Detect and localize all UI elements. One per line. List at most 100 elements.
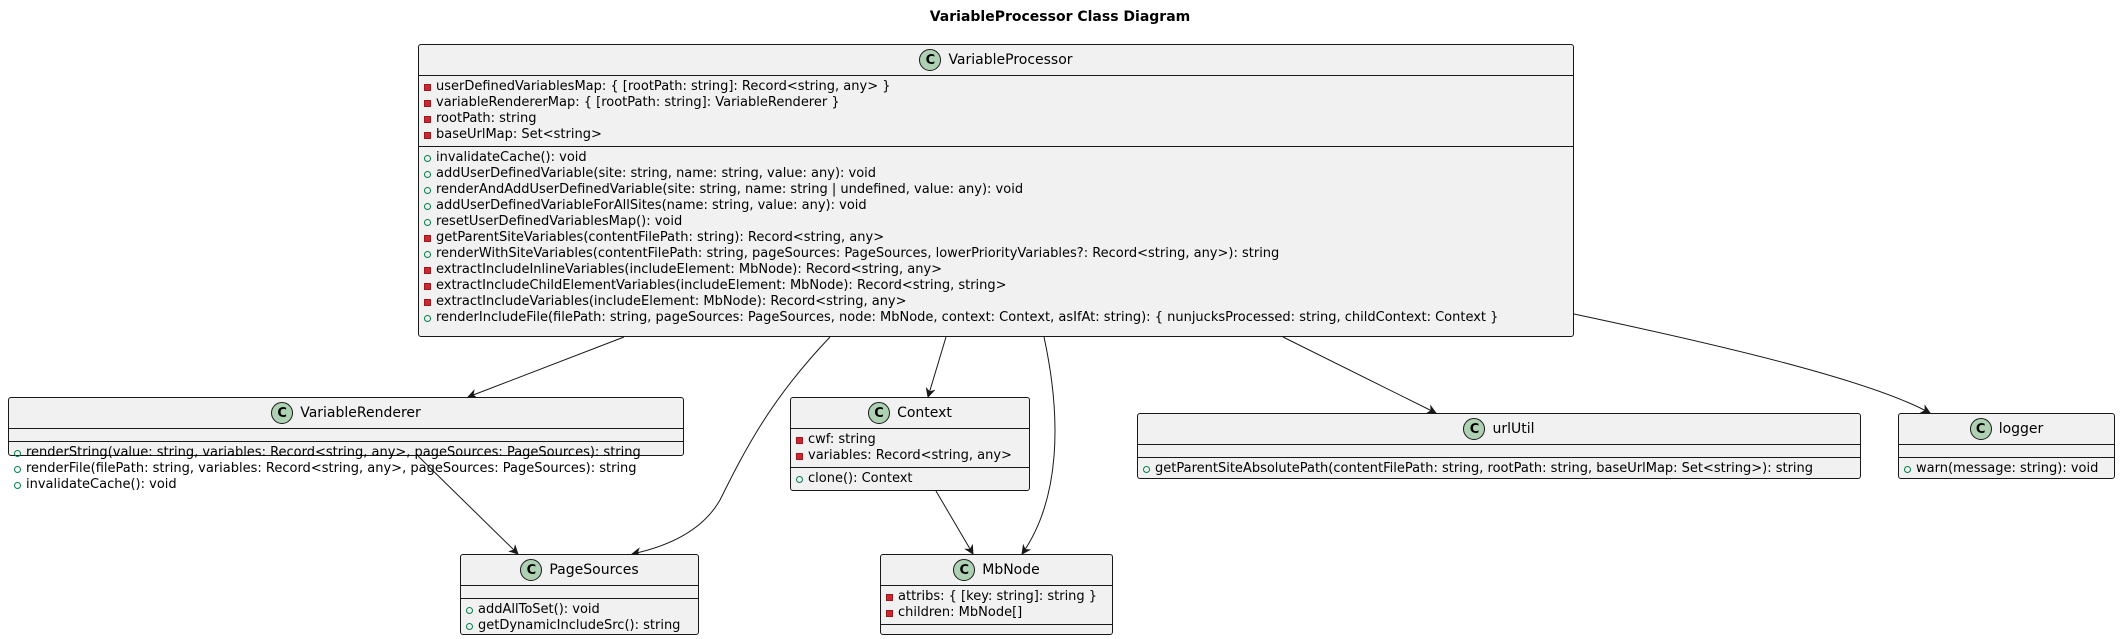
- public-visibility-icon: [424, 218, 431, 226]
- class-method: invalidateCache(): void: [424, 150, 1573, 166]
- class-method: clone(): Context: [796, 471, 1029, 487]
- class-stereotype-icon: C: [1463, 418, 1486, 440]
- class-header: C VariableProcessor: [419, 45, 1573, 75]
- member-text: warn(message: string): void: [1916, 461, 2099, 476]
- class-name: urlUtil: [1492, 421, 1535, 437]
- private-visibility-icon: [796, 436, 803, 444]
- member-text: extractIncludeChildElementVariables(incl…: [436, 278, 1007, 293]
- private-visibility-icon: [424, 99, 431, 107]
- member-text: renderIncludeFile(filePath: string, page…: [436, 310, 1499, 325]
- class-name: Context: [897, 405, 952, 421]
- member-text: invalidateCache(): void: [26, 477, 177, 492]
- member-text: renderWithSiteVariables(contentFilePath:…: [436, 246, 1280, 261]
- class-name: VariableProcessor: [948, 52, 1073, 68]
- attributes-section: [461, 585, 698, 598]
- class-method: extractIncludeChildElementVariables(incl…: [424, 278, 1573, 294]
- class-attribute: variableRendererMap: { [rootPath: string…: [424, 95, 1573, 111]
- class-method: getParentSiteAbsolutePath(contentFilePat…: [1143, 461, 1860, 477]
- diagram-title: VariableProcessor Class Diagram: [929, 9, 1191, 25]
- edge-variable-processor-to-variable-renderer: [467, 336, 625, 399]
- public-visibility-icon: [14, 481, 21, 489]
- edge-variable-renderer-to-page-sources: [417, 455, 519, 555]
- public-visibility-icon: [796, 475, 803, 483]
- class-name: PageSources: [549, 562, 639, 578]
- class-stereotype-icon: C: [919, 49, 942, 71]
- class-name: logger: [1998, 421, 2044, 437]
- methods-section: getParentSiteAbsolutePath(contentFilePat…: [1138, 457, 1860, 480]
- class-method: renderWithSiteVariables(contentFilePath:…: [424, 246, 1573, 262]
- member-text: extractIncludeVariables(includeElement: …: [436, 294, 907, 309]
- methods-section: warn(message: string): void: [1899, 457, 2114, 480]
- class-attribute: cwf: string: [796, 432, 1029, 448]
- class-attribute: baseUrlMap: Set<string>: [424, 127, 1573, 143]
- member-text: extractIncludeInlineVariables(includeEle…: [436, 262, 943, 277]
- class-method: resetUserDefinedVariablesMap(): void: [424, 214, 1573, 230]
- class-attribute: variables: Record<string, any>: [796, 448, 1029, 464]
- private-visibility-icon: [424, 282, 431, 290]
- class-stereotype-icon: C: [520, 559, 543, 581]
- member-text: variableRendererMap: { [rootPath: string…: [436, 95, 840, 110]
- member-text: renderString(value: string, variables: R…: [26, 445, 641, 460]
- attributes-section: [1899, 444, 2114, 457]
- public-visibility-icon: [424, 250, 431, 258]
- member-text: getDynamicIncludeSrc(): string: [478, 618, 681, 633]
- edge-variable-processor-to-page-sources: [631, 336, 831, 558]
- class-method: addUserDefinedVariableForAllSites(name: …: [424, 198, 1573, 214]
- public-visibility-icon: [14, 449, 21, 457]
- class-method: extractIncludeInlineVariables(includeEle…: [424, 262, 1573, 278]
- private-visibility-icon: [886, 593, 893, 601]
- private-visibility-icon: [796, 452, 803, 460]
- edge-variable-processor-to-mb-node: [1021, 336, 1056, 555]
- class-variable-processor: C VariableProcessor userDefinedVariablesMa…: [418, 44, 1574, 337]
- member-text: rootPath: string: [436, 111, 537, 126]
- class-method: warn(message: string): void: [1904, 461, 2114, 477]
- member-text: renderAndAddUserDefinedVariable(site: st…: [436, 182, 1024, 197]
- public-visibility-icon: [424, 170, 431, 178]
- methods-section: clone(): Context: [791, 467, 1029, 490]
- class-attribute: userDefinedVariablesMap: { [rootPath: st…: [424, 79, 1573, 95]
- class-method: getDynamicIncludeSrc(): string: [466, 618, 698, 634]
- member-text: addUserDefinedVariableForAllSites(name: …: [436, 198, 867, 213]
- public-visibility-icon: [14, 465, 21, 473]
- public-visibility-icon: [1143, 465, 1150, 473]
- private-visibility-icon: [424, 115, 431, 123]
- member-text: userDefinedVariablesMap: { [rootPath: st…: [436, 79, 891, 94]
- class-attribute: children: MbNode[]: [886, 605, 1112, 621]
- class-name: MbNode: [982, 562, 1040, 578]
- class-method: renderFile(filePath: string, variables: …: [14, 461, 683, 477]
- attributes-section: userDefinedVariablesMap: { [rootPath: st…: [419, 75, 1573, 146]
- class-method: invalidateCache(): void: [14, 477, 683, 493]
- private-visibility-icon: [424, 131, 431, 139]
- public-visibility-icon: [424, 186, 431, 194]
- edge-variable-processor-to-url-util: [1282, 336, 1437, 414]
- attributes-section: [1138, 444, 1860, 457]
- private-visibility-icon: [424, 266, 431, 274]
- member-text: addAllToSet(): void: [478, 602, 600, 617]
- class-method: addAllToSet(): void: [466, 602, 698, 618]
- member-text: children: MbNode[]: [898, 605, 1023, 620]
- edge-context-to-mb-node: [935, 490, 974, 555]
- private-visibility-icon: [886, 609, 893, 617]
- member-text: getParentSiteAbsolutePath(contentFilePat…: [1155, 461, 1814, 476]
- public-visibility-icon: [466, 606, 473, 614]
- member-text: variables: Record<string, any>: [808, 448, 1012, 463]
- member-text: cwf: string: [808, 432, 876, 447]
- member-text: renderFile(filePath: string, variables: …: [26, 461, 637, 476]
- class-attribute: rootPath: string: [424, 111, 1573, 127]
- class-stereotype-icon: C: [1969, 418, 1992, 440]
- private-visibility-icon: [424, 234, 431, 242]
- class-method: extractIncludeVariables(includeElement: …: [424, 294, 1573, 310]
- class-method: renderIncludeFile(filePath: string, page…: [424, 310, 1573, 326]
